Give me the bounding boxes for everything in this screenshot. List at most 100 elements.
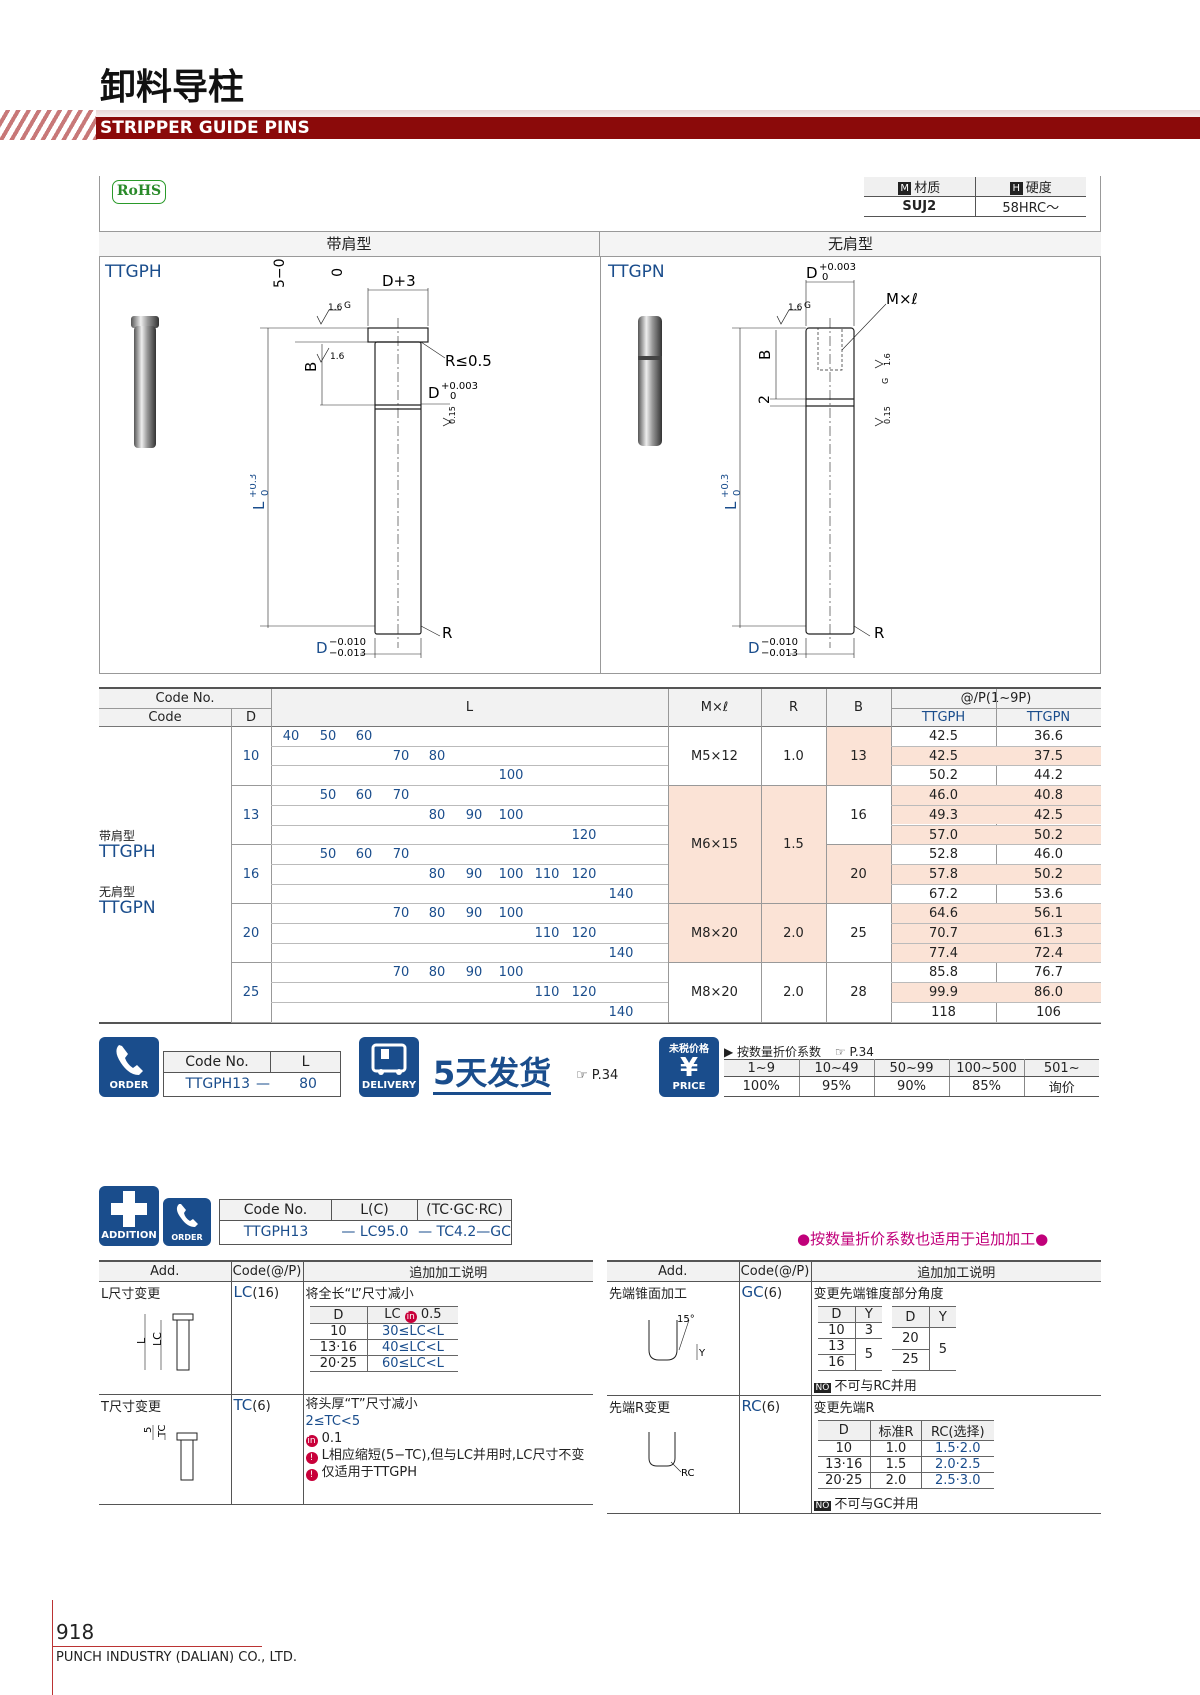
spec-table: Code No.CodeDLM×ℓRB@/P(1~9P)TTGPHTTGPN40… (99, 689, 1101, 1023)
svg-text:1.6: 1.6 (330, 352, 345, 362)
price-ttgph: 46.0 (929, 788, 958, 804)
svg-text:L: L (135, 1337, 148, 1344)
price-ttgpn: 50.2 (1034, 866, 1063, 882)
l-value: 80 (428, 807, 446, 823)
rate-cell: 100% (724, 1076, 799, 1097)
price-ttgpn: 106 (1036, 1004, 1061, 1020)
model-ttgpn: TTGPN (608, 262, 665, 282)
b-value: 16 (850, 808, 867, 824)
svg-text:0: 0 (732, 490, 743, 496)
svg-text:15°: 15° (677, 1314, 695, 1325)
tc-sketch: 5 TC (143, 1424, 198, 1481)
ttgph-drawing: 0 5−0.05 1.6 G 1.6 D+3 R≤0.5 B D +0.003 … (250, 258, 492, 659)
r-value: 2.0 (783, 985, 804, 1001)
l-value: 90 (465, 807, 483, 823)
svg-text:0.15: 0.15 (448, 406, 457, 424)
lc-code: LC (233, 1283, 253, 1301)
svg-text:RC: RC (681, 1468, 694, 1479)
b-value: 20 (850, 867, 867, 883)
h-ttgpn: TTGPN (1026, 710, 1071, 725)
dim-d-minus: D (316, 639, 328, 657)
qty-cell: 100~500 (948, 1059, 1024, 1077)
d-value: 16 (242, 867, 260, 883)
svg-text:+0.003: +0.003 (819, 262, 856, 273)
rate-cell: 85% (948, 1076, 1024, 1097)
svg-text:+0.3: +0.3 (250, 474, 259, 498)
price-ttgph: 42.5 (929, 729, 958, 744)
hardness-value: 58HRC～ (974, 196, 1086, 217)
tc-code: TC (233, 1396, 253, 1414)
price-ttgph: 57.8 (929, 866, 958, 882)
l-value: 100 (498, 768, 524, 784)
type1-cn: 带肩型 (99, 829, 136, 843)
qty-cell: 1~9 (724, 1059, 799, 1077)
svg-text:G: G (881, 378, 890, 384)
l-value: 80 (428, 965, 446, 981)
l-value: 120 (571, 827, 597, 843)
h-r: R (788, 700, 799, 715)
head-tolerance: 5−0.05 (272, 258, 288, 288)
lc-sketch: L LC (135, 1313, 194, 1371)
dim-d-plus-top: D (806, 264, 818, 282)
b-value: 13 (850, 749, 867, 764)
l-value: 70 (392, 788, 410, 804)
price-ttgpn: 50.2 (1034, 827, 1063, 843)
delivery-icon: DELIVERY (359, 1037, 419, 1097)
rate-cell: 询价 (1023, 1076, 1099, 1097)
rc-code: RC (741, 1397, 762, 1415)
footer-vline (52, 1600, 53, 1695)
svg-text:D: D (748, 639, 760, 657)
svg-text:LC: LC (151, 1332, 164, 1346)
price-ttgph: 50.2 (929, 768, 958, 784)
l-value: 100 (498, 906, 524, 922)
d-value: 20 (242, 926, 260, 942)
l-value: 100 (498, 965, 524, 981)
svg-text:B: B (756, 350, 774, 360)
addition-table-left: Add. Code(@/P) 追加加工说明 L尺寸变更 L LC LC(16) … (99, 1260, 593, 1505)
qty-cell: 10~49 (798, 1059, 874, 1077)
price-ttgpn: 40.8 (1034, 788, 1063, 804)
l-value: 120 (571, 926, 597, 941)
model-ttgph: TTGPH (105, 262, 162, 282)
order-code: TTGPH13 (185, 1076, 251, 1092)
rate-cell: 90% (873, 1076, 949, 1097)
hardness-icon: H (1009, 182, 1023, 195)
ttgpn-photo (638, 316, 662, 446)
svg-text:D: D (428, 384, 440, 402)
price-ttgpn: 37.5 (1034, 748, 1063, 764)
rohs-badge: RoHS (112, 180, 166, 204)
ttgph-photo (131, 316, 159, 448)
svg-text:0: 0 (260, 490, 271, 496)
mxl-value: M8×20 (691, 985, 738, 1001)
order-icon: ORDER (99, 1037, 159, 1097)
mxl-value: M8×20 (691, 926, 738, 942)
qty-cell: 50~99 (873, 1059, 949, 1077)
l-value: 140 (608, 945, 634, 961)
svg-text:G: G (344, 301, 351, 311)
gc-name: 先端锥面加工 (609, 1287, 688, 1302)
h-codeno: Code No. (155, 691, 215, 706)
l-value: 140 (608, 886, 634, 902)
l-value: 110 (534, 985, 560, 1001)
h-ttgph: TTGPH (921, 710, 966, 725)
dim-head: D+3 (382, 272, 416, 290)
delivery-days: 5天发货 (433, 1054, 552, 1095)
price-ttgph: 64.6 (929, 906, 958, 922)
b-value: 25 (850, 926, 867, 942)
r-value: 1.0 (783, 749, 804, 764)
svg-text:−0.010: −0.010 (329, 637, 366, 648)
r-value: 2.0 (783, 926, 804, 942)
l-value: 120 (571, 866, 597, 882)
section-right-title: 无肩型 (600, 231, 1101, 257)
ttgpn-drawing: D +0.003 0 1.6 G M×ℓ 1.6 G 0.15 B 2 L +0… (720, 262, 918, 659)
page-number: 918 (56, 1620, 95, 1644)
price-ttgph: 118 (931, 1004, 956, 1020)
price-ttgph: 77.4 (929, 945, 958, 961)
l-value: 60 (355, 788, 373, 804)
price-ttgpn: 53.6 (1034, 886, 1063, 902)
rc-name: 先端R变更 (609, 1401, 671, 1416)
